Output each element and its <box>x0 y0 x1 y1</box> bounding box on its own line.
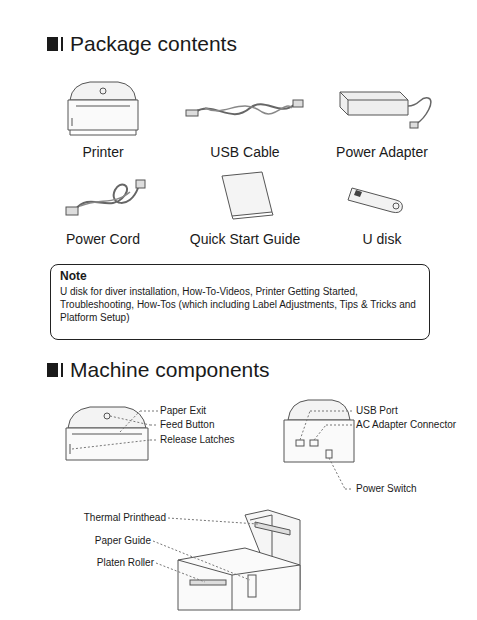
heading-marker <box>61 363 63 377</box>
part-name: Paper Exit <box>160 405 206 416</box>
item-caption: Quick Start Guide <box>165 232 325 247</box>
item-caption: Power Adapter <box>302 145 462 160</box>
power-cord-drawing <box>66 180 145 215</box>
note-box: Note U disk for diver installation, How-T… <box>50 264 430 340</box>
part-name: Thermal Printhead <box>84 512 166 523</box>
printer-back-drawing <box>284 400 354 462</box>
item-caption: Printer <box>23 145 183 160</box>
note-body: U disk for diver installation, How-To-Vi… <box>60 285 420 324</box>
part-name: Feed Button <box>160 419 214 430</box>
part-name: Paper Guide <box>95 535 151 546</box>
part-name: Power Switch <box>356 483 417 494</box>
section-heading: Package contents <box>70 32 237 55</box>
leader-lines <box>153 518 258 582</box>
heading-marker <box>61 37 63 51</box>
leader-lines <box>300 411 353 489</box>
item-caption: U disk <box>302 232 462 247</box>
note-heading: Note <box>60 269 420 283</box>
printer-open-drawing <box>178 510 300 610</box>
guide-drawing <box>222 172 273 219</box>
part-name: Platen Roller <box>97 557 154 568</box>
part-name: Release Latches <box>160 434 235 445</box>
usb-cable-drawing <box>186 100 303 116</box>
heading-marker <box>47 363 58 377</box>
power-adapter-drawing <box>340 92 431 128</box>
leader-lines <box>72 411 158 449</box>
item-caption: Power Cord <box>23 232 183 247</box>
printer-drawing <box>68 82 138 135</box>
item-caption: USB Cable <box>165 145 325 160</box>
u-disk-drawing <box>348 188 402 213</box>
printer-front-drawing <box>66 407 148 460</box>
part-name: USB Port <box>356 405 398 416</box>
part-name: AC Adapter Connector <box>356 419 456 430</box>
heading-marker <box>47 37 58 51</box>
section-heading: Machine components <box>70 358 270 381</box>
